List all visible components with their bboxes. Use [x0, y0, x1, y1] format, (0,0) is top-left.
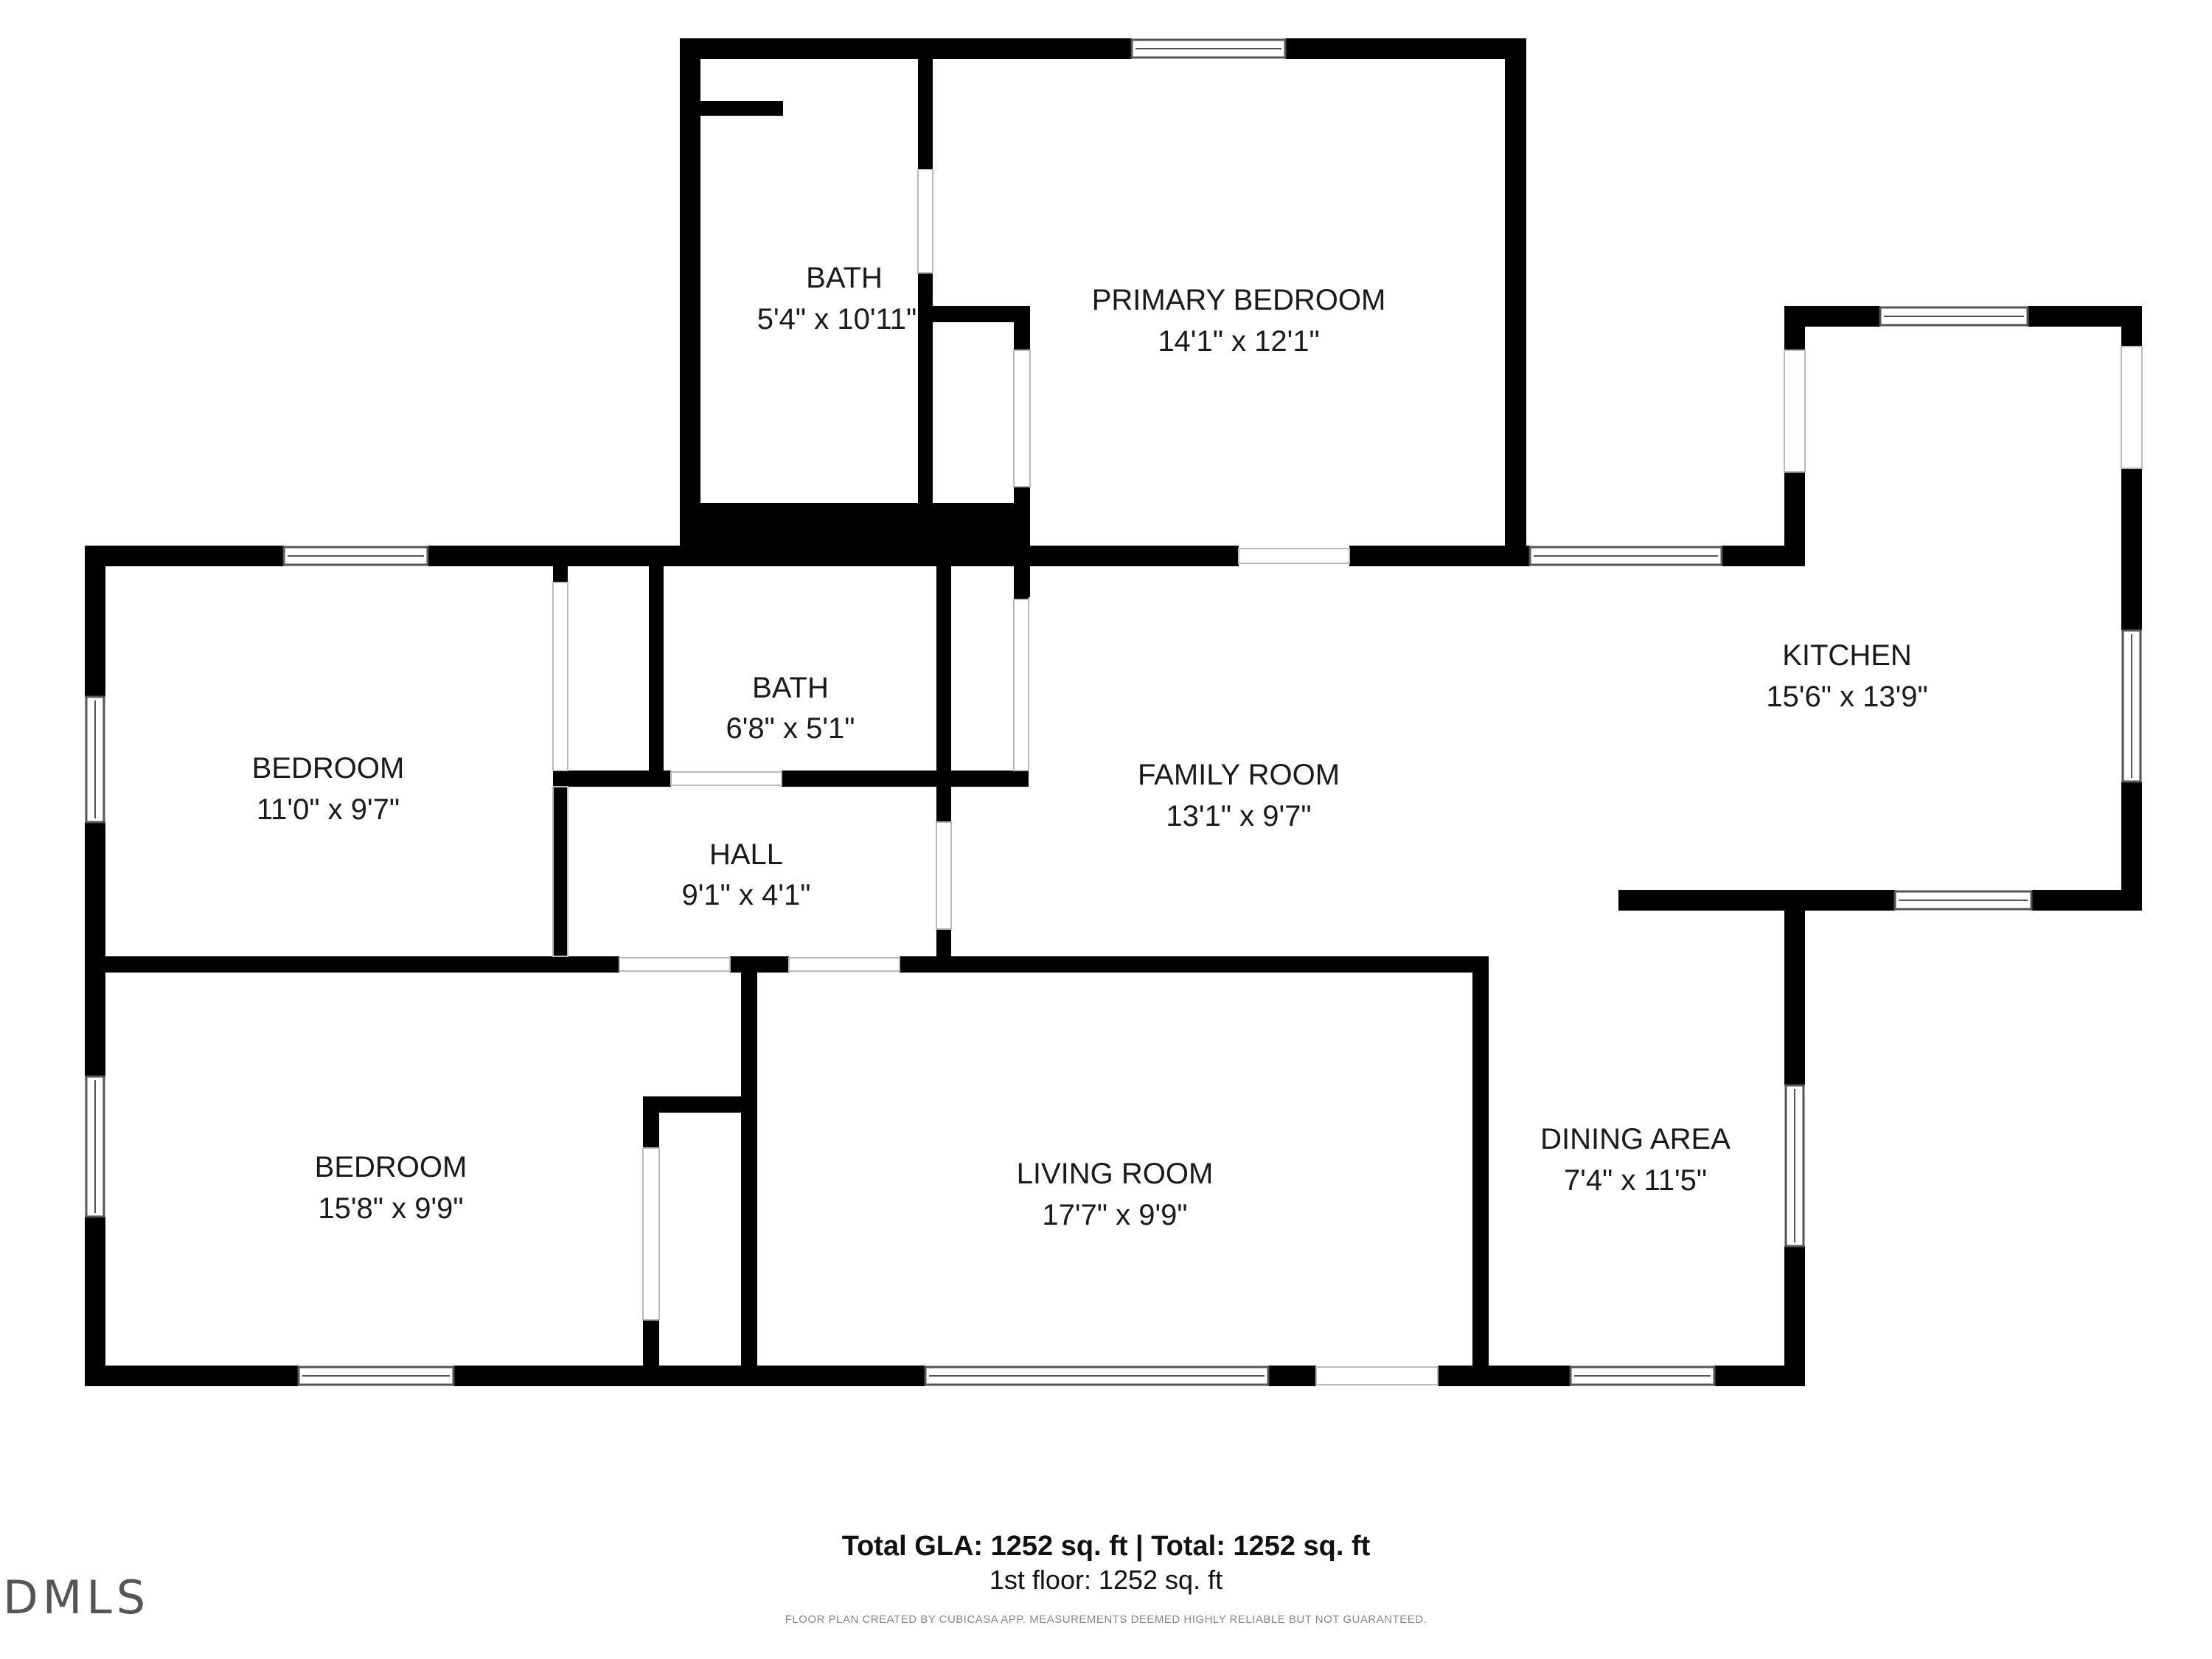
wall — [643, 1096, 659, 1148]
door-opening — [642, 1147, 660, 1321]
room-dims-bath-mid: 6'8" x 5'1" — [726, 712, 855, 745]
door-opening — [1013, 349, 1031, 487]
door-opening — [1238, 548, 1350, 564]
wall — [1285, 38, 1526, 59]
door-opening — [1315, 1366, 1439, 1385]
wall — [918, 273, 933, 509]
room-name-living-room: LIVING ROOM — [1017, 1158, 1214, 1190]
wall — [428, 546, 1239, 566]
door-openings — [552, 169, 2143, 1385]
door-opening — [552, 582, 568, 771]
door-opening — [1784, 349, 1806, 473]
wall — [933, 306, 1029, 322]
wall — [85, 956, 619, 973]
wall — [700, 101, 783, 116]
wall — [900, 956, 1486, 973]
door-opening — [619, 957, 731, 972]
door-opening — [1013, 599, 1029, 771]
wall — [2121, 306, 2142, 347]
wall — [1505, 38, 1526, 560]
wall — [680, 38, 700, 560]
disclaimer: FLOOR PLAN CREATED BY CUBICASA APP. MEAS… — [785, 1613, 1427, 1626]
wall — [936, 566, 951, 773]
wall — [1268, 1366, 1316, 1386]
wall — [936, 929, 951, 973]
wall — [85, 546, 105, 697]
wall — [1784, 1246, 1805, 1386]
room-name-bath-upper: BATH — [806, 262, 883, 294]
wall — [1349, 546, 1530, 566]
wall — [553, 771, 568, 970]
wall — [2031, 890, 2142, 911]
door-opening — [670, 771, 782, 786]
wall — [1784, 472, 1805, 566]
room-dims-bath-upper: 5'4" x 10'11" — [757, 303, 917, 335]
total-area: Total GLA: 1252 sq. ft | Total: 1252 sq.… — [841, 1531, 1371, 1562]
room-dims-hall: 9'1" x 4'1" — [682, 879, 811, 911]
wall — [1618, 890, 1895, 911]
room-name-bedroom-lower: BEDROOM — [315, 1151, 467, 1183]
room-dims-bedroom-upper: 11'0" x 9'7" — [257, 793, 400, 826]
wall — [1784, 890, 1805, 1085]
door-opening — [2121, 346, 2143, 469]
wall — [1784, 306, 1880, 327]
room-dims-bedroom-lower: 15'8" x 9'9" — [318, 1192, 463, 1225]
wall — [568, 771, 671, 787]
wall — [2121, 782, 2142, 911]
door-opening — [552, 786, 568, 957]
windows — [85, 38, 2142, 1386]
room-dims-dining-area: 7'4" x 11'5" — [1564, 1164, 1707, 1197]
wall — [1472, 956, 1489, 1386]
door-opening — [917, 169, 933, 274]
wall — [85, 822, 105, 1077]
room-dims-primary-bedroom: 14'1" x 12'1" — [1158, 325, 1319, 358]
wall — [649, 566, 664, 780]
wall — [936, 771, 951, 822]
wall — [553, 566, 568, 582]
mls-watermark: DMLS — [3, 1571, 150, 1624]
room-name-kitchen: KITCHEN — [1782, 639, 1912, 672]
wall — [680, 38, 1132, 59]
wall — [1438, 1366, 1571, 1386]
wall — [1014, 306, 1030, 350]
wall — [730, 956, 789, 973]
wall — [2121, 468, 2142, 630]
room-dims-kitchen: 15'6" x 13'9" — [1766, 681, 1927, 713]
room-dims-living-room: 17'7" x 9'9" — [1042, 1199, 1187, 1231]
wall — [85, 546, 284, 566]
walls — [85, 38, 2142, 1386]
room-name-bedroom-upper: BEDROOM — [252, 752, 405, 785]
wall — [85, 1217, 105, 1386]
floor-area: 1st floor: 1252 sq. ft — [989, 1565, 1223, 1595]
room-name-dining-area: DINING AREA — [1540, 1123, 1731, 1155]
wall — [1014, 566, 1029, 599]
room-name-hall: HALL — [709, 838, 783, 871]
room-name-family-room: FAMILY ROOM — [1138, 759, 1340, 791]
room-name-primary-bedroom: PRIMARY BEDROOM — [1092, 284, 1386, 316]
wall — [918, 59, 933, 170]
wall — [453, 1366, 925, 1386]
wall — [741, 956, 757, 1386]
door-opening — [936, 821, 952, 930]
door-opening — [788, 957, 900, 972]
wall — [782, 771, 1029, 787]
wall — [85, 1366, 299, 1386]
wall — [643, 1320, 659, 1386]
wall — [1714, 1366, 1805, 1386]
room-dims-family-room: 13'1" x 9'7" — [1166, 800, 1311, 832]
wall — [643, 1096, 757, 1113]
room-name-bath-mid: BATH — [752, 672, 829, 704]
